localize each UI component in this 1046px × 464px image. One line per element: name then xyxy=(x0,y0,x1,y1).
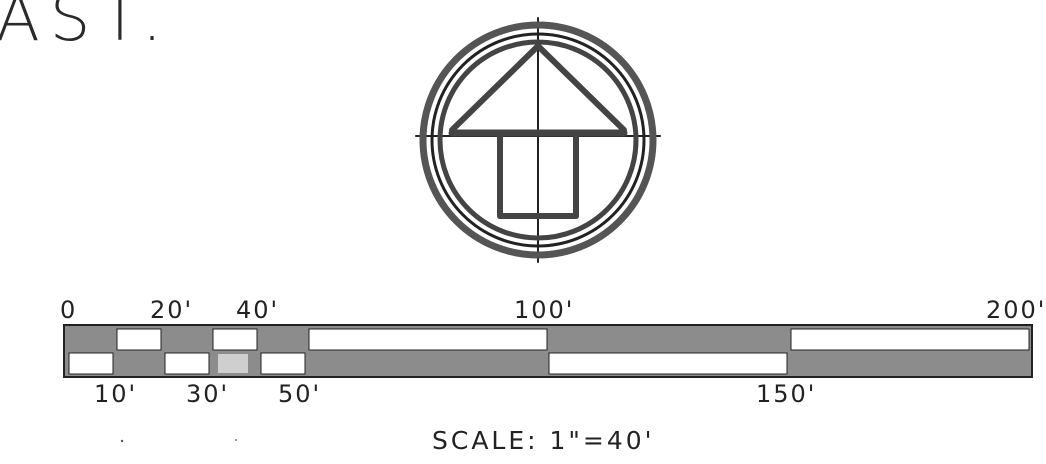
stray-mark xyxy=(235,439,237,441)
scale-segment-top xyxy=(116,328,162,351)
drawing-title-fragment: AST. xyxy=(0,0,173,56)
scale-segment-top xyxy=(790,328,1030,351)
scale-label-top: 100' xyxy=(514,296,575,324)
scale-label-top: 0 xyxy=(60,296,78,324)
scale-label-top: 200' xyxy=(986,296,1046,324)
scale-speckle xyxy=(218,354,248,373)
scale-segment-top xyxy=(212,328,258,351)
scale-segment-bottom xyxy=(260,352,306,375)
scale-label-bottom: 150' xyxy=(756,380,817,408)
middle-ring xyxy=(430,32,646,248)
scale-segment-bottom xyxy=(548,352,788,375)
scale-label-bottom: 50' xyxy=(278,380,322,408)
arrow-head xyxy=(449,41,627,133)
scale-segment-bottom xyxy=(68,352,114,375)
north-arrow-symbol xyxy=(415,17,661,263)
scale-label-bottom: 10' xyxy=(94,380,138,408)
scale-label-top: 40' xyxy=(236,296,280,324)
scale-segment-bottom xyxy=(164,352,210,375)
scale-segment-top xyxy=(308,328,548,351)
stray-mark xyxy=(120,439,124,443)
scale-caption: SCALE: 1"=40' xyxy=(432,426,655,455)
scale-bar xyxy=(63,324,1033,378)
scale-label-bottom: 30' xyxy=(186,380,230,408)
outer-ring xyxy=(419,21,657,259)
scale-label-top: 20' xyxy=(150,296,194,324)
